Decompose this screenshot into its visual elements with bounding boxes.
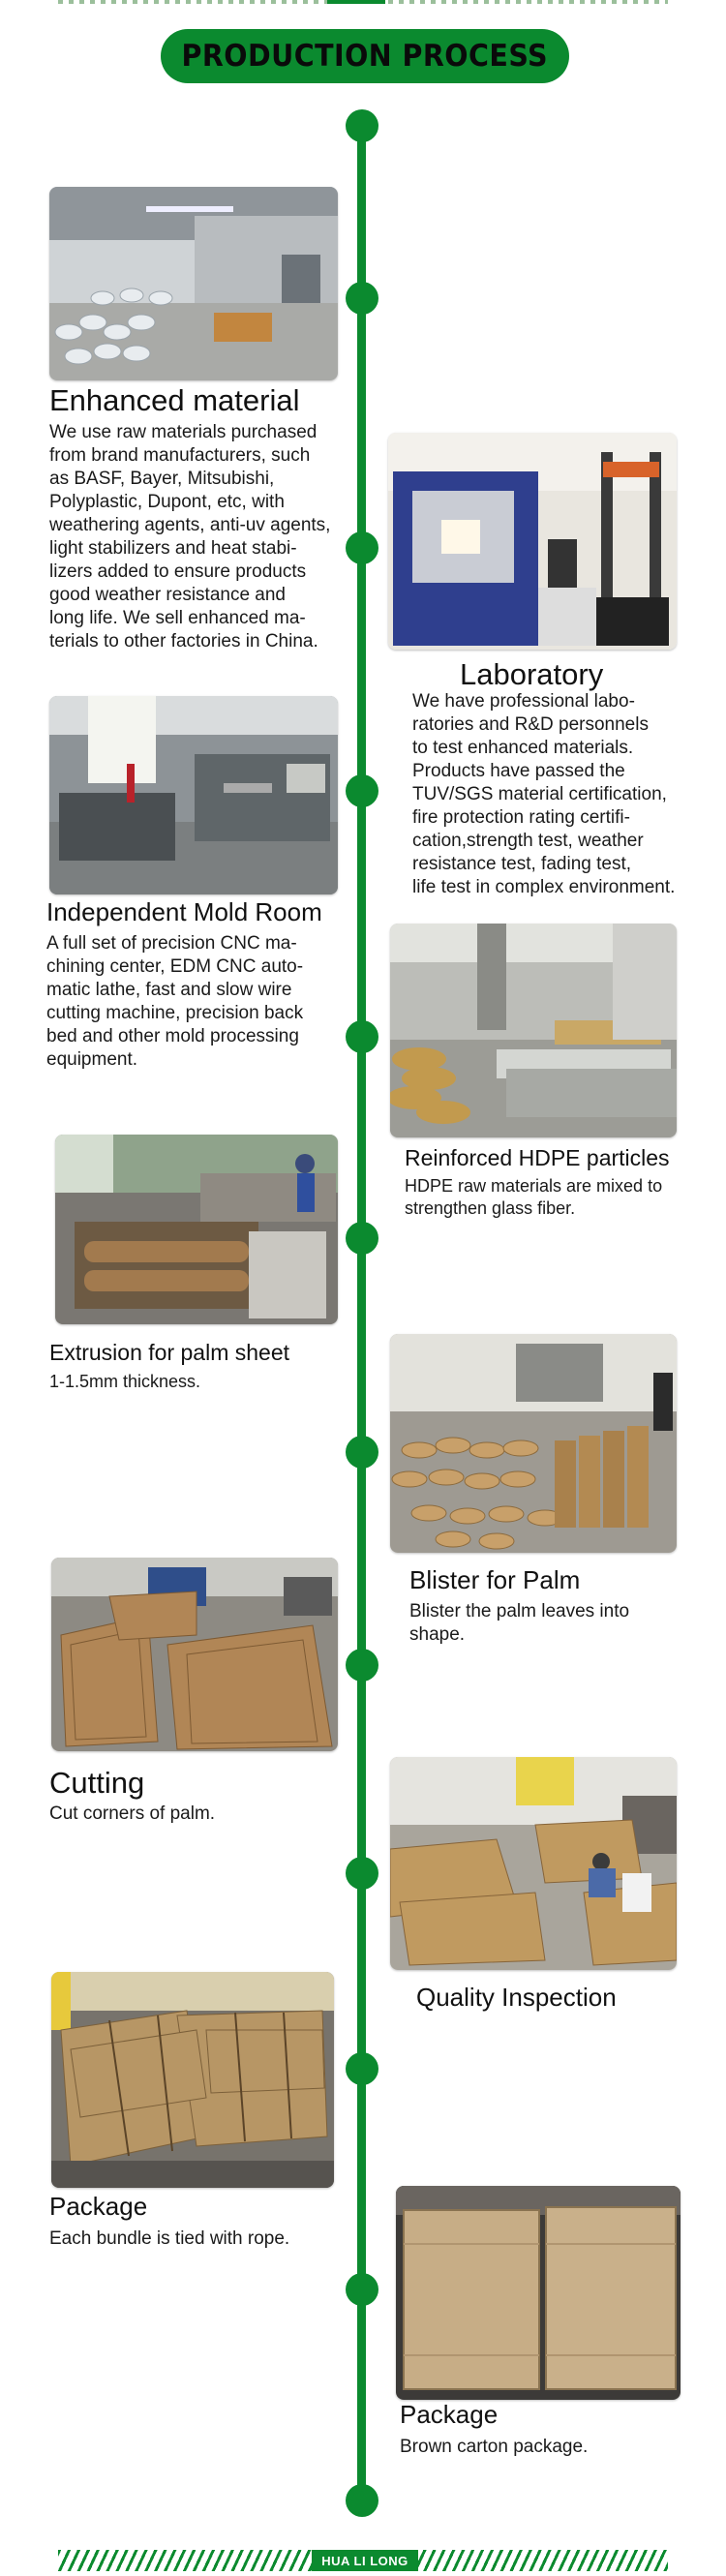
section-header: PRODUCTION PROCESS — [161, 29, 569, 83]
timeline-dot — [346, 774, 378, 807]
timeline-dot — [346, 1649, 378, 1682]
step-description: 1-1.5mm thickness. — [49, 1372, 201, 1391]
top-divider-accent — [327, 0, 385, 4]
timeline-dot — [346, 2273, 378, 2306]
timeline-dot — [346, 1857, 378, 1890]
step-title: Blister for Palm — [409, 1565, 581, 1594]
timeline-line — [357, 126, 366, 2503]
timeline-dot — [346, 531, 378, 564]
step-title: Package — [49, 2192, 148, 2221]
extrusion-photo — [55, 1135, 338, 1324]
timeline-dot — [346, 1436, 378, 1469]
step-title: Independent Mold Room — [46, 897, 322, 926]
timeline-dot — [346, 1222, 378, 1255]
timeline-dot — [346, 282, 378, 315]
step-title: Extrusion for palm sheet — [49, 1340, 290, 1365]
laboratory-photo — [388, 433, 677, 650]
timeline-dot — [346, 1020, 378, 1053]
package-carton-photo — [396, 2186, 681, 2400]
timeline-dot — [346, 2052, 378, 2085]
package-rope-photo — [51, 1972, 334, 2188]
step-description: A full set of precision CNC ma- chining … — [46, 933, 304, 1070]
brand-label: HUA LI LONG — [312, 2550, 418, 2571]
blister-photo — [390, 1334, 677, 1553]
step-title: Cutting — [49, 1766, 145, 1800]
step-description: HDPE raw materials are mixed to strength… — [405, 1176, 663, 1218]
step-description: We have professional labo- ratories and … — [412, 691, 676, 897]
step-title: Reinforced HDPE particles — [405, 1145, 670, 1170]
section-title: PRODUCTION PROCESS — [181, 39, 549, 74]
timeline-dot — [346, 109, 378, 142]
step-title: Enhanced material — [49, 383, 300, 417]
mold-room-photo — [49, 696, 338, 894]
step-title: Package — [400, 2400, 499, 2429]
step-description: Cut corners of palm. — [49, 1803, 216, 1824]
timeline-dot — [346, 2484, 378, 2517]
step-description: We use raw materials purchased from bran… — [49, 422, 331, 652]
step-title: Laboratory — [460, 657, 604, 691]
enhanced-material-photo — [49, 187, 338, 380]
step-description: Brown carton package. — [400, 2437, 589, 2457]
quality-inspection-photo — [390, 1757, 677, 1970]
step-description: Blister the palm leaves into shape. — [409, 1601, 630, 1645]
hdpe-particles-photo — [390, 924, 677, 1137]
step-title: Quality Inspection — [416, 1983, 617, 2012]
step-description: Each bundle is tied with rope. — [49, 2228, 290, 2249]
cutting-photo — [51, 1558, 338, 1751]
